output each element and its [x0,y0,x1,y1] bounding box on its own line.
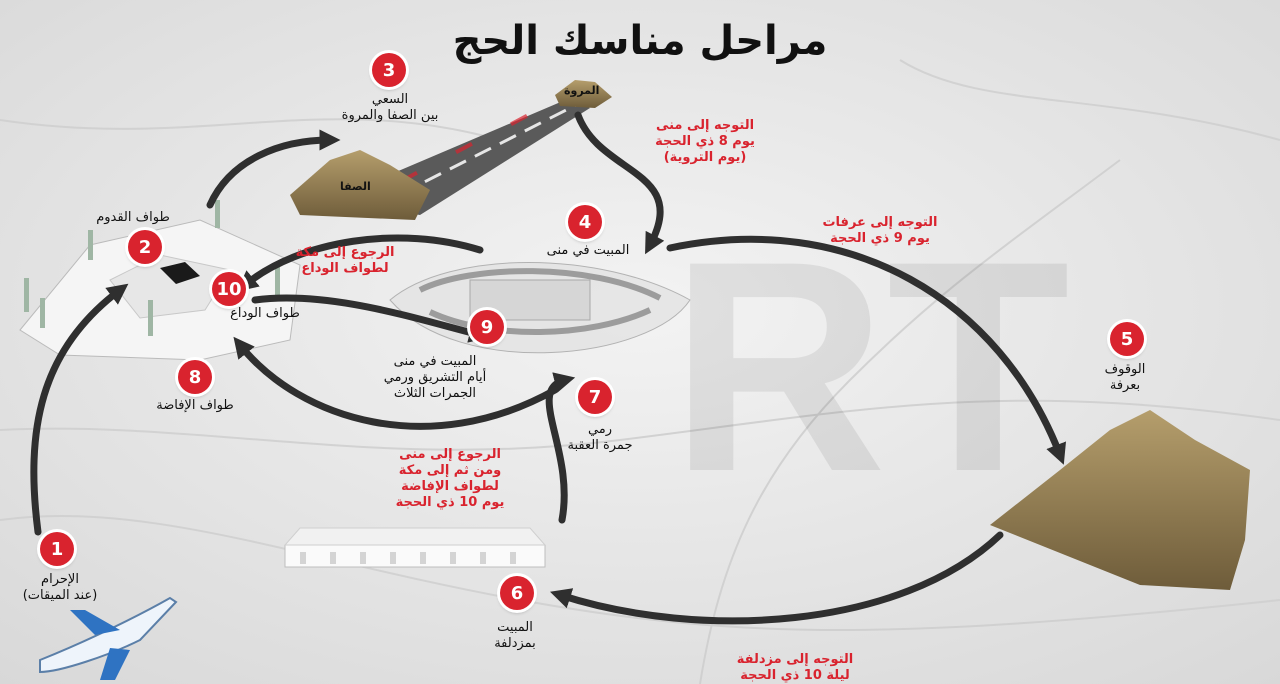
watermark-rt: RT [670,198,1070,534]
arrow-8-to-9 [251,294,491,343]
place-safa: الصفا [340,180,371,193]
safa-hill [290,150,430,220]
arrow-6-to-7 [545,372,576,524]
arrow-1-to-2 [30,283,129,536]
step-label-6: المبيت بمزدلفة [494,620,536,651]
step-label-9: المبيت في منى أيام التشريق ورمي الجمرات … [383,354,487,401]
muzdalifah-tents [283,527,547,568]
step-label-10: طواف الوداع [230,306,300,321]
step-label-1: الإحرام (عند الميقات) [22,572,98,603]
arrow-2-to-3 [206,129,341,209]
step-label-2: طواف القدوم [96,210,170,225]
step-badge-4: 4 [568,205,602,239]
marwa-hill [555,80,612,108]
step-label-4: المبيت في منى [546,243,630,258]
note-to-arafat: التوجه إلى عرفات يوم 9 ذي الحجة [822,215,938,246]
arrow-7-to-8 [233,336,559,430]
step-badge-7: 7 [578,380,612,414]
page-title: مراحل مناسك الحج [452,18,828,64]
haram-complex [19,200,301,361]
arrow-9-to-10 [236,234,484,292]
step-badge-3: 3 [372,53,406,87]
arafat-mountain [990,410,1250,590]
airplane-icon [39,596,178,680]
note-to-mina: التوجه إلى منى يوم 8 ذي الحجة (يوم الترو… [655,118,755,165]
flow-arrows [30,111,1066,625]
step-badge-2: 2 [128,230,162,264]
step-badge-9: 9 [470,310,504,344]
place-marwa: المروة [564,84,600,97]
note-to-muzdalifah: التوجه إلى مزدلفة ليلة 10 ذي الحجة [736,652,854,683]
step-badge-1: 1 [40,532,74,566]
arrow-5-to-6 [550,531,1004,625]
terrain-roads [0,59,1280,684]
arrow-3-to-4 [574,111,665,255]
note-return-wada: الرجوع إلى مكة لطواف الوداع [295,245,395,276]
step-badge-5: 5 [1110,322,1144,356]
arrow-4-to-5 [666,235,1066,465]
step-label-5: الوقوف بعرفة [1104,362,1146,393]
step-badge-10: 10 [212,272,246,306]
step-label-3: السعي بين الصفا والمروة [341,92,439,123]
step-label-8: طواف الإفاضة [156,398,234,413]
step-badge-6: 6 [500,576,534,610]
note-return-ifadah: الرجوع إلى منى ومن ثم إلى مكة لطواف الإف… [395,447,505,510]
step-badge-8: 8 [178,360,212,394]
step-label-7: رمي جمرة العقبة [567,422,633,453]
